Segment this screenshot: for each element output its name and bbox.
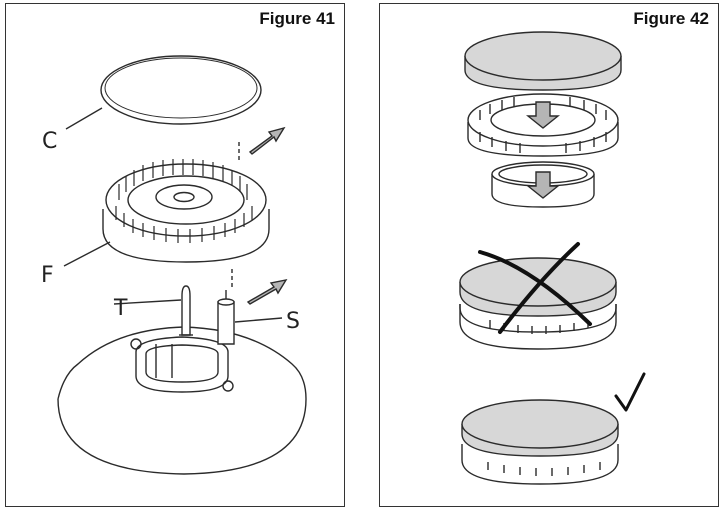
label-t: T: [113, 296, 128, 321]
figure-42-title: Figure 42: [633, 9, 709, 28]
figure-42-illustration: [459, 31, 646, 485]
incorrect-assembly: [459, 257, 617, 350]
arrow-spark-plug-icon: [246, 278, 288, 305]
check-mark-icon: [614, 372, 646, 412]
label-f: F: [41, 263, 54, 288]
arrow-down-icon: [526, 171, 560, 199]
leader-line-t: [113, 299, 182, 305]
thermocouple-t: [179, 285, 193, 336]
correct-assembly: [461, 399, 619, 485]
figure-41-panel: Figure 41: [5, 3, 345, 507]
leader-line-c: [65, 107, 103, 130]
figure-41-title: Figure 41: [259, 9, 335, 28]
label-c: C: [42, 129, 57, 154]
flame-spreader-f: [102, 159, 270, 263]
arrow-spreader-icon: [248, 126, 286, 155]
exploded-cap: [464, 31, 622, 91]
spark-plug-s: [217, 290, 235, 345]
cross-mark-icon: [478, 242, 592, 334]
figure-42-panel: Figure 42: [379, 3, 719, 507]
burner-cap-c: [100, 55, 262, 125]
leader-line-s: [234, 317, 283, 323]
arrow-down-icon: [526, 101, 560, 129]
leader-line-f: [63, 241, 111, 267]
figure-41-illustration: C F T S: [41, 55, 307, 475]
label-s: S: [286, 309, 300, 334]
burner-base: [57, 326, 307, 475]
